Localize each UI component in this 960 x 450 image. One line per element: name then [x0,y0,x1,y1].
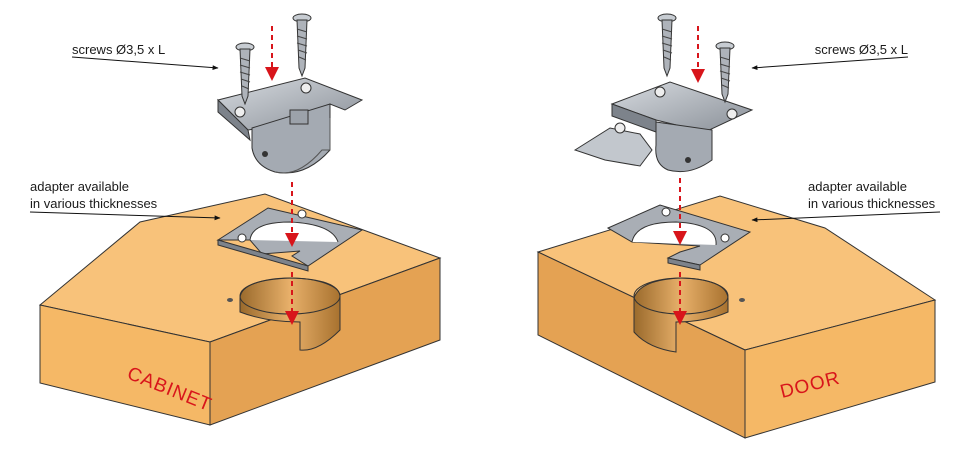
door-screw-short [715,41,735,104]
adapter-label-left-line2: in various thicknesses [30,196,158,211]
screws-leader-line-left [71,56,219,70]
door-assembly-arrows [673,26,705,325]
door-screw-long [657,13,677,78]
adapter-label-left-line1: adapter available [30,179,130,194]
adapter-leader-line-right [751,211,941,223]
screws-label-right: screws Ø3,5 x L [814,42,908,57]
pilot-hole [739,298,745,302]
cabinet-hinge-plate [217,77,364,174]
cabinet-screw-long [292,13,312,78]
hinge-arm [573,127,653,167]
screws-leader-line-right [751,56,909,71]
cabinet-screw-short [235,42,255,106]
cabinet-assembly-arrows [265,26,299,325]
screws-label-left: screws Ø3,5 x L [72,42,166,57]
adapter-leader-line-left [29,211,221,221]
adapter-label-right-line2: in various thicknesses [808,196,936,211]
adapter-label-right-line1: adapter available [808,179,908,194]
door-hinge-cup [573,81,754,173]
pilot-hole [227,298,233,302]
